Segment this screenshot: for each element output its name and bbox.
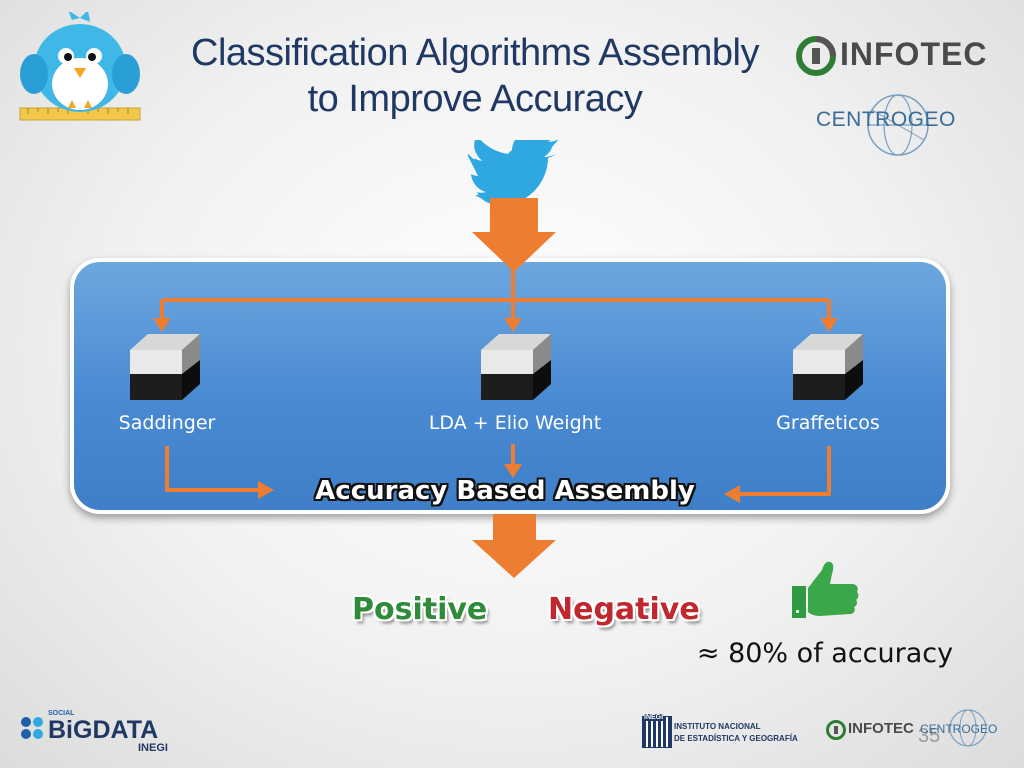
inegi-line-1: INSTITUTO NACIONAL <box>674 722 761 731</box>
inegi-logo: INEGI INSTITUTO NACIONAL DE ESTADÍSTICA … <box>642 714 822 760</box>
positive-label: Positive <box>352 592 488 627</box>
negative-label: Negative <box>548 592 700 627</box>
infotec-emblem-icon <box>826 720 846 740</box>
thumbs-up-icon <box>792 561 859 618</box>
arrowhead-center <box>504 318 522 332</box>
bigdata-inegi-text: INEGI <box>138 742 168 754</box>
infotec-bottom-text: INFOTEC <box>848 720 914 737</box>
page-number: 35 <box>918 725 941 747</box>
globe-icon <box>867 94 929 156</box>
globe-icon <box>949 709 987 747</box>
bigdata-logo: SOCIAL BiGDATA INEGI <box>20 710 190 758</box>
assembly-label: Accuracy Based Assembly <box>315 476 695 506</box>
glass-cube-icon <box>793 334 863 400</box>
bigdata-text: BiGDATA <box>48 716 159 744</box>
saddinger-to-assembly <box>165 446 262 492</box>
inegi-emblem-icon <box>642 716 672 748</box>
arrowhead-right <box>820 318 838 332</box>
social-media-icons <box>21 717 43 739</box>
centrogeo-bottom-text: CENTROGEO <box>920 722 998 736</box>
blue-bird-mascot-icon <box>19 12 141 121</box>
title-line-2: to Improve Accuracy <box>307 78 643 120</box>
centrogeo-text: CENTROGEO <box>816 108 956 131</box>
inegi-line-2: DE ESTADÍSTICA Y GEOGRAFÍA <box>674 734 798 743</box>
node-label-saddinger: Saddinger <box>118 412 216 434</box>
accuracy-text: ≈ 80% of accuracy <box>696 638 954 669</box>
arrowhead-left <box>153 318 171 332</box>
output-arrow <box>472 514 556 578</box>
arrowhead-saddinger <box>258 481 274 499</box>
inegi-small-text: INEGI <box>644 714 664 721</box>
graffeticos-to-assembly <box>736 446 831 496</box>
node-label-graffeticos: Graffeticos <box>776 412 880 434</box>
slide-title: Classification Algorithms Assembly to Im… <box>130 30 820 122</box>
arrowhead-lda <box>504 464 522 478</box>
infotec-emblem-icon <box>796 36 836 76</box>
centrogeo-logo-bottom: CENTROGEO <box>920 706 1012 754</box>
title-line-1: Classification Algorithms Assembly <box>191 32 760 74</box>
infotec-logo: INFOTEC <box>796 34 996 78</box>
glass-cube-icon <box>481 334 551 400</box>
infotec-logo-bottom: INFOTEC <box>826 718 916 744</box>
arrowhead-graffeticos <box>724 485 740 503</box>
node-label-lda: LDA + Elio Weight <box>428 412 602 434</box>
twitter-bird-icon <box>468 140 559 206</box>
infotec-text: INFOTEC <box>840 36 988 72</box>
glass-cube-icon <box>130 334 200 400</box>
input-arrow <box>472 198 556 272</box>
centrogeo-logo: CENTROGEO <box>816 90 986 160</box>
bigdata-social-text: SOCIAL <box>48 710 75 717</box>
